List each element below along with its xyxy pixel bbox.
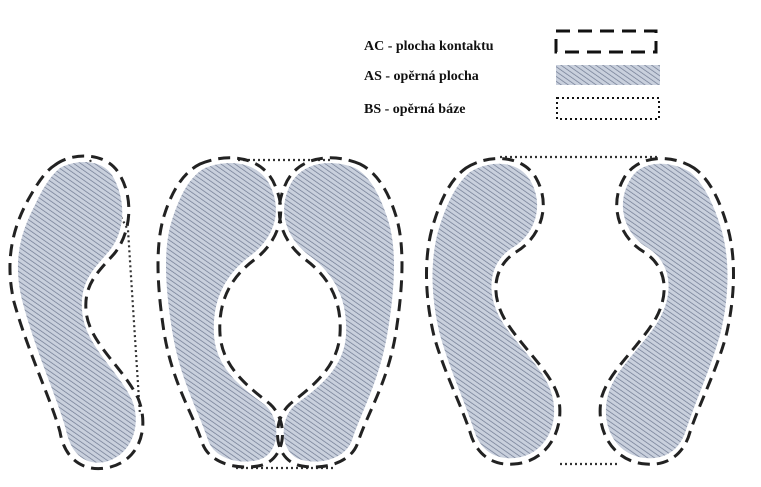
dashed-outline-swatch [554, 29, 658, 54]
legend-item-bs: BS - opěrná báze [364, 97, 660, 120]
dotted-outline-swatch [556, 97, 660, 120]
feet-apart-stance [425, 155, 735, 466]
contact-area-outline-left [425, 157, 562, 466]
legend-label-ac: AC - plocha kontaktu [364, 39, 494, 54]
base-of-support-outline [500, 155, 660, 466]
support-area-fill-right [605, 163, 728, 459]
support-area-fill-right [283, 163, 394, 462]
legend-label-as: AS - opěrná plocha [364, 69, 479, 84]
support-area-fill-left [432, 163, 555, 459]
hatched-fill-swatch [556, 65, 660, 85]
feet-together-stance [156, 156, 404, 470]
contact-area-outline [8, 154, 145, 471]
legend: AC - plocha kontaktu AS - opěrná plocha … [364, 29, 660, 120]
single-foot-stance [8, 154, 145, 471]
legend-item-ac: AC - plocha kontaktu [364, 29, 658, 54]
contact-area-outline-right [598, 157, 735, 466]
legend-item-as: AS - opěrná plocha [364, 65, 660, 85]
support-area-fill-left [166, 163, 277, 462]
support-area-fill [17, 162, 136, 463]
contact-area-outline-right [276, 156, 404, 469]
legend-label-bs: BS - opěrná báze [364, 102, 466, 117]
